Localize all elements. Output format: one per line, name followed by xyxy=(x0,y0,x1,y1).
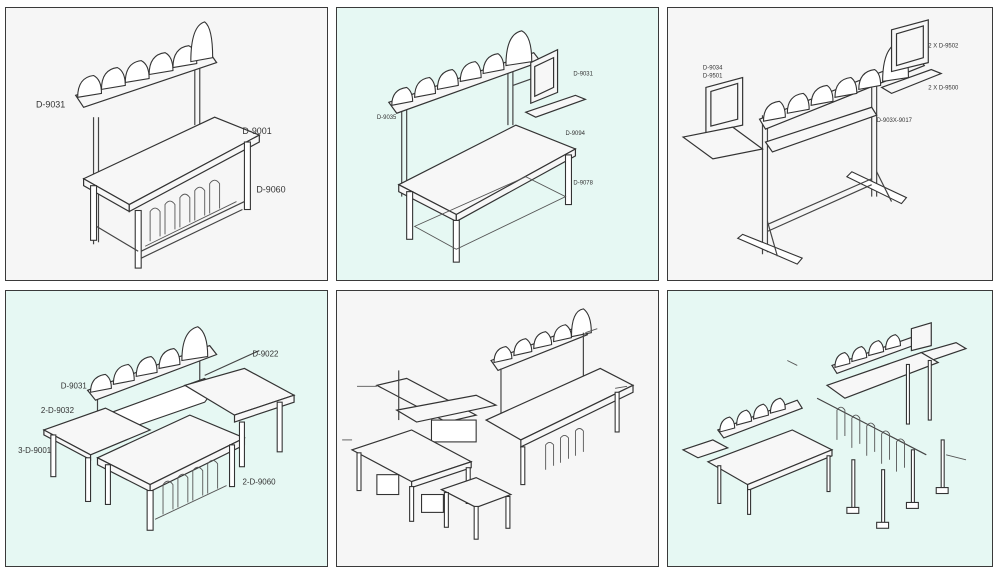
diagram-panel-2: D-9035 D-9031 D-9094 D-9078 xyxy=(336,7,659,281)
workbench-drawing-3: D-9034 2 X D-9502 D-9501 2 X D-9500 D-90… xyxy=(681,19,959,265)
part-label: 3-D-9001 xyxy=(18,446,52,455)
part-label: 2-D-9060 xyxy=(242,478,276,487)
part-label: D-9022 xyxy=(252,350,279,359)
workbench-drawing-1: D-9031 D-9001 D-9060 xyxy=(36,21,286,269)
part-label: 2-D-9032 xyxy=(41,406,75,415)
part-label: D-9001 xyxy=(242,126,271,136)
part-label: D-903X-9017 xyxy=(877,118,912,124)
part-label: D-9034 xyxy=(703,66,723,72)
part-label: D-9035 xyxy=(377,115,397,121)
diagram-panel-3: D-9034 2 X D-9502 D-9501 2 X D-9500 D-90… xyxy=(667,7,993,281)
part-label: 2 X D-9500 xyxy=(928,85,959,91)
part-label: D-9031 xyxy=(61,381,88,390)
part-label: D-9031 xyxy=(573,72,593,78)
workbench-drawing-5 xyxy=(342,308,635,540)
diagram-panel-6 xyxy=(667,290,993,567)
diagram-panel-5 xyxy=(336,290,659,567)
diagram-panel-4: D-9022 D-9031 2-D-9032 3-D-9001 2-D-9060 xyxy=(5,290,328,567)
part-label: D-9078 xyxy=(573,181,593,187)
part-label: D-9060 xyxy=(256,185,285,195)
workbench-drawing-2: D-9035 D-9031 D-9094 D-9078 xyxy=(377,30,594,263)
workbench-drawing-6 xyxy=(681,321,968,529)
part-label: D-9094 xyxy=(566,131,586,137)
diagram-panel-1: D-9031 D-9001 D-9060 xyxy=(5,7,328,281)
workbench-drawing-4: D-9022 D-9031 2-D-9032 3-D-9001 2-D-9060 xyxy=(18,326,296,531)
part-label: 2 X D-9502 xyxy=(928,44,958,50)
part-label: D-9031 xyxy=(36,99,65,109)
part-label: D-9501 xyxy=(703,73,723,79)
